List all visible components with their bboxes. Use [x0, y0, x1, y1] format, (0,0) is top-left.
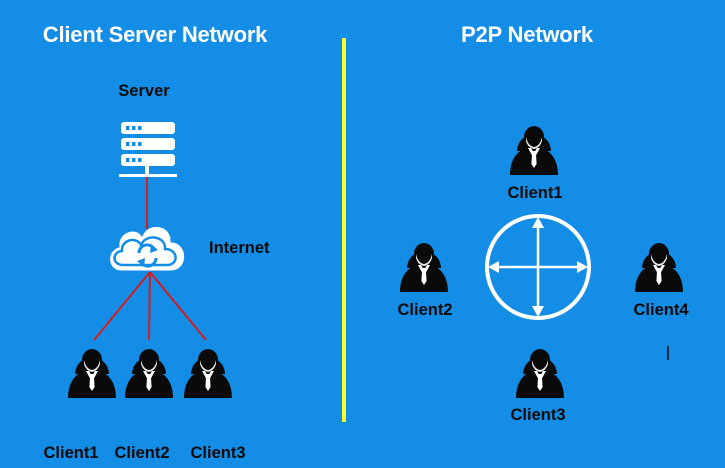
- p2p-client3-icon: [516, 349, 564, 398]
- cloud-sync-icon: [109, 226, 186, 272]
- p2p-title: P2P Network: [461, 22, 593, 47]
- internet-client2-link: [148, 271, 151, 341]
- cs-client2-label: Client2: [114, 444, 170, 462]
- server-rack-icon: [119, 122, 177, 177]
- internet-label: Internet: [209, 239, 270, 257]
- p2p-client1-icon: [510, 126, 558, 175]
- cs-client2-icon: [125, 349, 173, 398]
- p2p-client2-icon: [400, 243, 448, 292]
- p2p-client4-label: Client4: [633, 301, 689, 319]
- p2p-client4-icon: [635, 243, 683, 292]
- p2p-client1-label: Client1: [507, 184, 563, 202]
- p2p-client2-label: Client2: [397, 301, 453, 319]
- internet-client3-link: [149, 271, 207, 341]
- cs-client1-icon: [68, 349, 116, 398]
- cs-client1-label: Client1: [43, 444, 99, 462]
- four-way-arrows-circle-icon: [485, 214, 591, 320]
- p2p-client3-label: Client3: [510, 406, 566, 424]
- cs-client3-label: Client3: [190, 444, 246, 462]
- internet-client1-link: [93, 271, 151, 341]
- cs-client3-icon: [184, 349, 232, 398]
- client-server-title: Client Server Network: [42, 22, 268, 47]
- server-label: Server: [118, 82, 170, 100]
